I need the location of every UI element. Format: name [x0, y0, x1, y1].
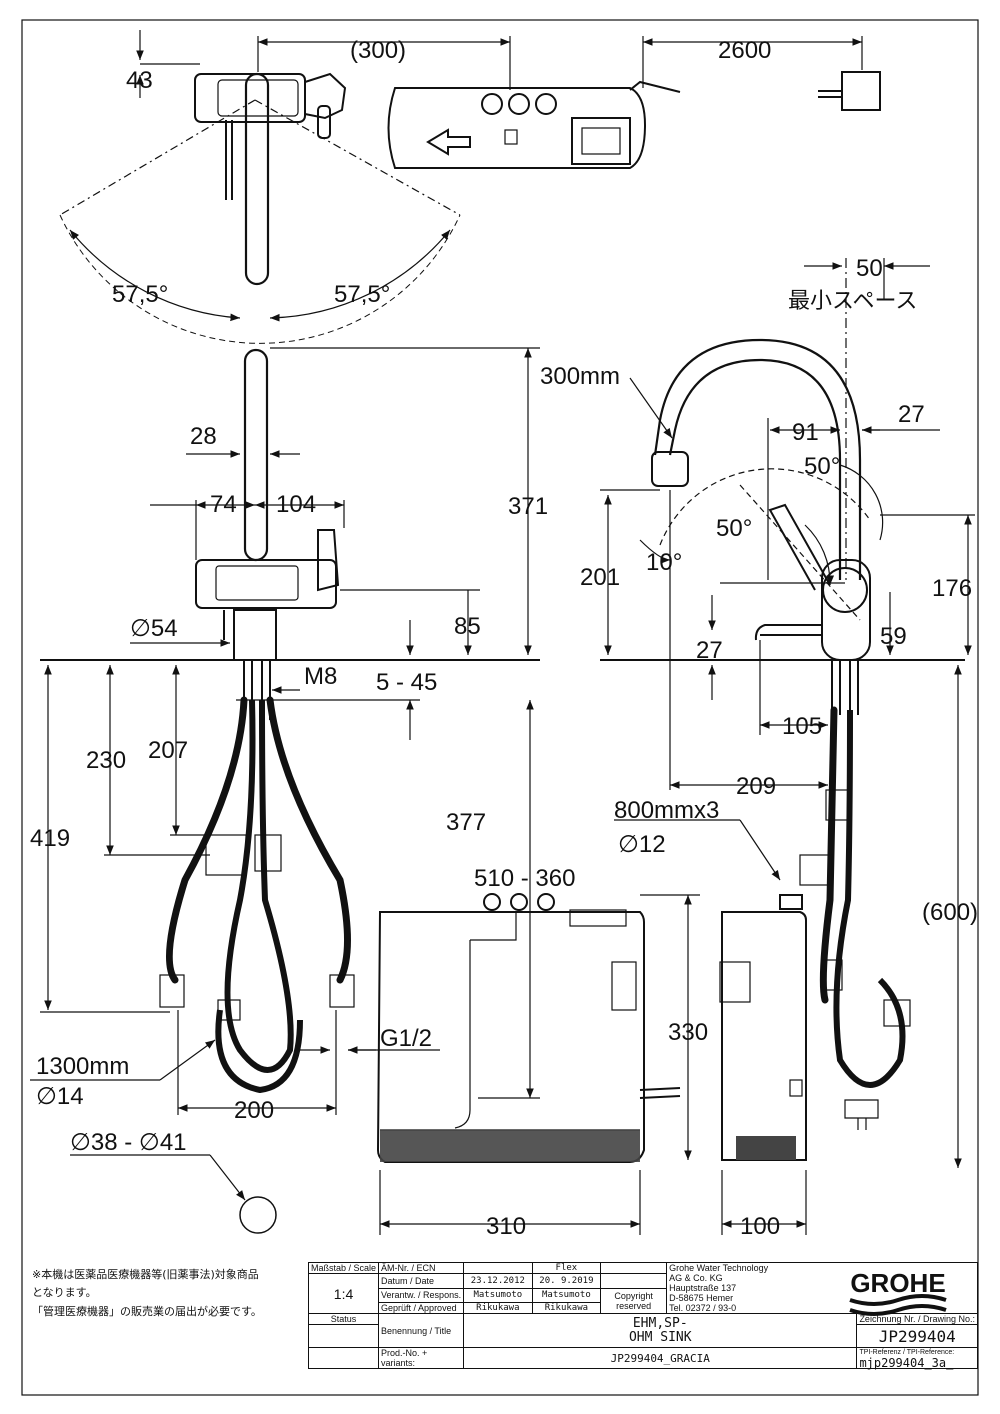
dimension-labels: (300) 2600 43 57,5° 57,5° 50 最小スペース 300m…	[30, 37, 978, 1240]
date-2: 20. 9.2019	[531, 1273, 602, 1289]
logo-text: GROHE	[850, 1268, 945, 1298]
filter-unit-top-view	[387, 36, 881, 169]
dim-105: 105	[782, 713, 822, 740]
dim-371: 371	[508, 493, 548, 520]
company-address: Grohe Water Technology AG & Co. KG Haupt…	[666, 1262, 857, 1314]
date-label: Datum / Date	[378, 1273, 465, 1289]
dim-176: 176	[932, 575, 972, 602]
approved-label: Geprüft / Approved	[378, 1302, 465, 1314]
dim-27-side: 27	[696, 637, 723, 664]
filter-unit-front-view	[376, 700, 700, 1235]
faucet-front-view	[30, 347, 965, 1234]
dim-50deg-a: 50°	[804, 453, 840, 480]
dim-top-2600: 2600	[718, 37, 771, 64]
title-value-line-2: OHM SINK	[628, 1329, 692, 1345]
dim-310: 310	[486, 1213, 526, 1240]
responsible-label: Verantw. / Respons.	[378, 1287, 465, 1303]
note-line-3: 「管理医療機器」の販売業の届出が必要です。	[32, 1305, 262, 1318]
approved-2: Rikukawa	[531, 1302, 602, 1314]
responsible-1: Matsumoto	[463, 1287, 533, 1303]
dim-510-360: 510 - 360	[474, 865, 575, 892]
dim-207: 207	[148, 737, 188, 764]
dim-600: (600)	[922, 899, 978, 926]
prod-label: Prod.-No. + variants:	[378, 1347, 465, 1369]
dim-14: ∅14	[36, 1083, 84, 1110]
status-label: Status	[307, 1313, 380, 1325]
dim-54: ∅54	[130, 615, 178, 642]
copyright-note: Copyright reserved	[600, 1287, 668, 1314]
date-1: 23.12.2012	[463, 1273, 533, 1289]
flex-value: Flex	[531, 1262, 602, 1274]
dim-85: 85	[454, 613, 481, 640]
faucet-side-view	[600, 258, 975, 1168]
dim-m8: M8	[304, 663, 337, 690]
title-label: Benennung / Title	[378, 1313, 465, 1348]
dim-800mmx3: 800mmx3	[614, 797, 719, 824]
dim-104: 104	[276, 491, 316, 518]
dim-28: 28	[190, 423, 217, 450]
scale-label: Maßstab / Scale	[307, 1262, 380, 1274]
grohe-logo: GROHE	[849, 1268, 947, 1316]
dim-330: 330	[668, 1019, 708, 1046]
company-line-2: AG & Co. KG	[669, 1273, 723, 1283]
company-line-3: Hauptstraße 137	[669, 1283, 737, 1293]
dim-1300mm: 1300mm	[36, 1053, 129, 1080]
dim-377: 377	[446, 809, 486, 836]
dim-230: 230	[86, 747, 126, 774]
ecn-label: ÄM-Nr. / ECN	[378, 1262, 465, 1274]
note-line-2: となります。	[32, 1286, 97, 1299]
dim-200: 200	[234, 1097, 274, 1124]
dim-209: 209	[736, 773, 776, 800]
tpi-cell: TPI-Referenz / TPI-Reference: mjp299404_…	[856, 1347, 978, 1370]
company-line-4: D-58675 Hemer	[669, 1293, 734, 1303]
dim-angle-right: 57,5°	[334, 281, 390, 308]
dim-419: 419	[30, 825, 70, 852]
dim-g12: G1/2	[380, 1025, 432, 1052]
filter-unit-side-view	[719, 894, 807, 1235]
approved-1: Rikukawa	[463, 1302, 533, 1314]
dim-5-45: 5 - 45	[376, 669, 437, 696]
note-line-1: ※本機は医薬品医療機器等(旧薬事法)対象商品	[32, 1268, 259, 1281]
drawing-frame	[21, 19, 979, 1396]
dim-74: 74	[210, 491, 237, 518]
dim-38-41: ∅38 - ∅41	[70, 1129, 187, 1156]
title-value: EHM,SP- OHM SINK	[463, 1313, 858, 1348]
dim-angle-left: 57,5°	[112, 281, 168, 308]
company-line-1: Grohe Water Technology	[669, 1263, 769, 1273]
dim-100: 100	[740, 1213, 780, 1240]
dim-201: 201	[580, 564, 620, 591]
scale-value: 1:4	[307, 1273, 380, 1314]
dim-59: 59	[880, 623, 907, 650]
tpi-value: mjp299404_3a_	[859, 1356, 954, 1370]
prod-value: JP299404_GRACIA	[463, 1347, 858, 1369]
dim-min-space-50: 50	[856, 255, 883, 282]
dim-top-43: 43	[126, 67, 153, 94]
dim-hose-300mm: 300mm	[540, 363, 620, 390]
dim-top-300: (300)	[350, 37, 406, 64]
dim-27-top: 27	[898, 401, 925, 428]
company-line-5: Tel. 02372 / 93-0	[669, 1303, 737, 1313]
tpi-label: TPI-Referenz / TPI-Reference:	[859, 1349, 955, 1356]
faucet-top-view	[59, 30, 511, 344]
dim-50deg-b: 50°	[716, 515, 752, 542]
dim-10deg: 10°	[646, 549, 682, 576]
dim-12: ∅12	[618, 831, 666, 858]
responsible-2: Matsumoto	[531, 1287, 602, 1303]
title-value-line-1: EHM,SP-	[632, 1315, 688, 1331]
dim-min-space-label: 最小スペース	[788, 289, 917, 314]
dim-91: 91	[792, 419, 819, 446]
title-block: Maßstab / Scale ÄM-Nr. / ECN Flex Grohe …	[307, 1262, 978, 1370]
